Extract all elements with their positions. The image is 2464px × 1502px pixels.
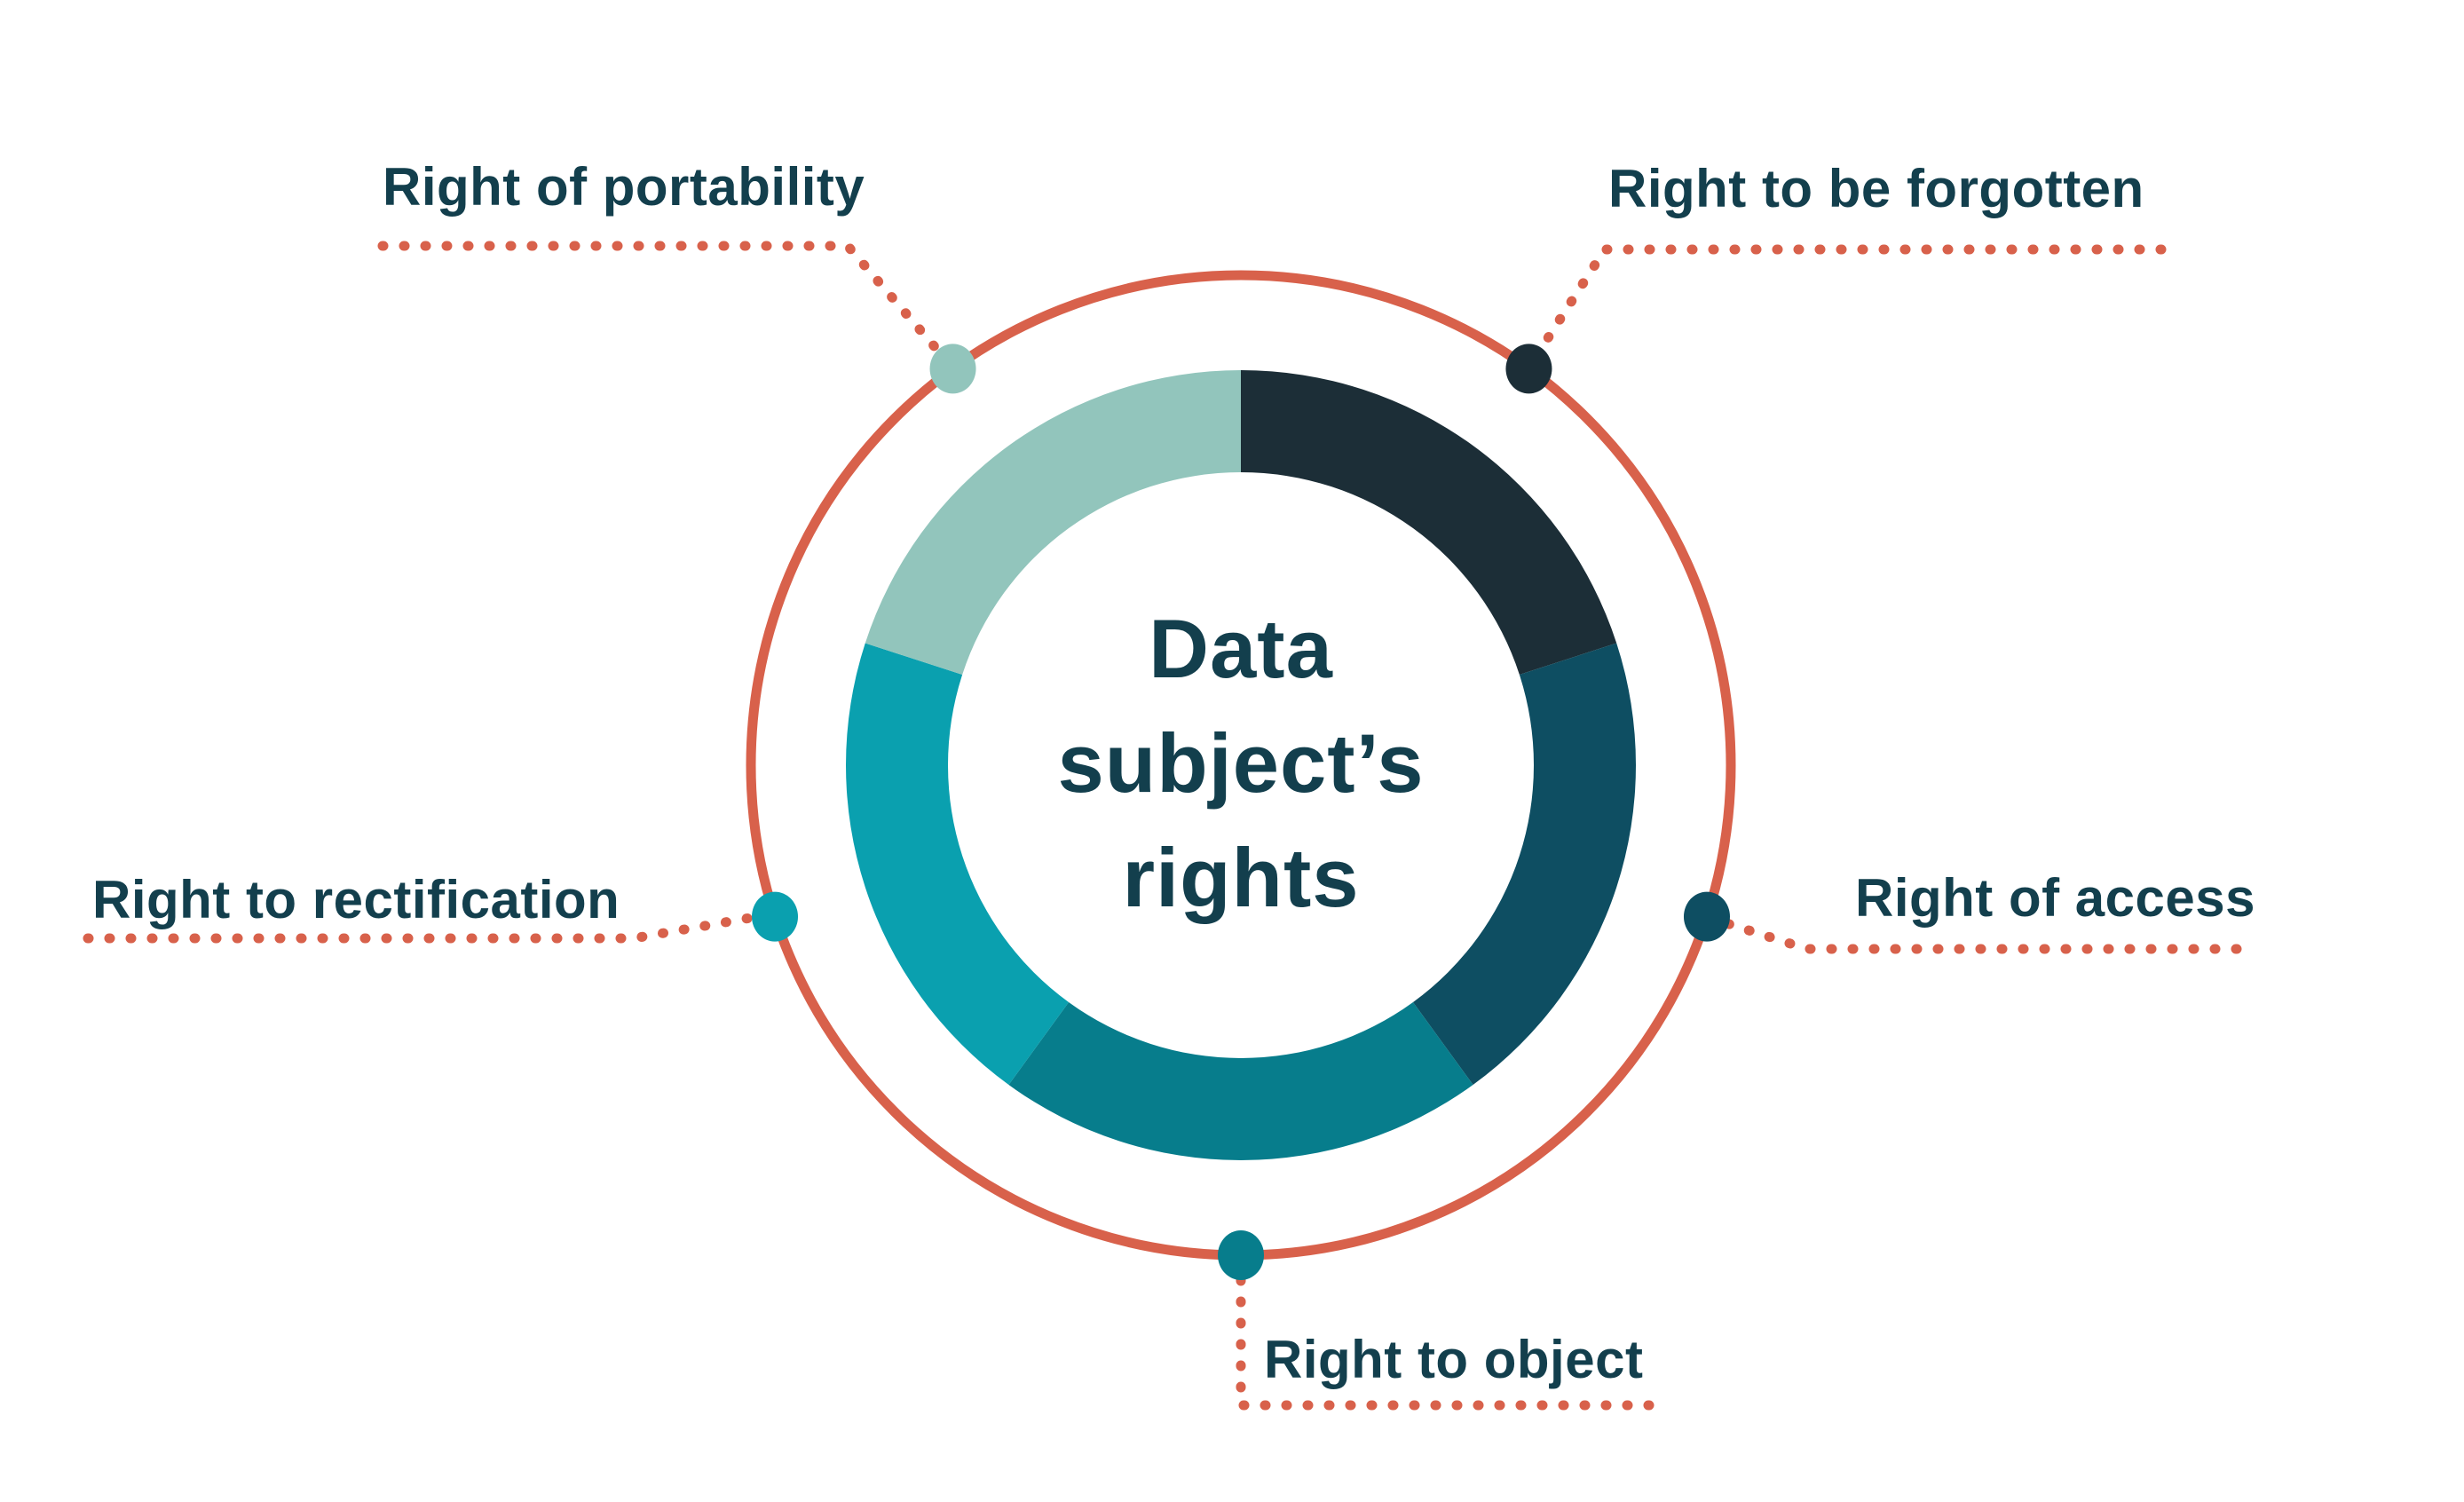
donut-segment-object — [1008, 1001, 1473, 1161]
title-line-3: rights — [1122, 830, 1360, 924]
donut-segment-forgotten — [1241, 370, 1617, 676]
donut-center-title: Data subject’s rights — [1058, 592, 1425, 935]
donut-segment-access — [1412, 643, 1636, 1086]
connector-line-rectification — [83, 909, 776, 944]
dot-access — [1683, 891, 1730, 942]
connector-line-access — [1702, 912, 2242, 954]
label-right-of-access: Right of access — [1855, 868, 2255, 928]
label-right-to-rectification: Right to rectification — [92, 870, 620, 929]
label-right-to-object: Right to object — [1264, 1330, 1644, 1389]
connector-line-forgotten — [1523, 244, 2167, 374]
donut-segment-portability — [865, 370, 1241, 676]
dot-forgotten — [1505, 344, 1552, 394]
connector-line-object — [1236, 1250, 1655, 1411]
connector-line-portability — [377, 241, 959, 374]
dot-rectification — [752, 891, 799, 942]
dot-object — [1218, 1230, 1264, 1280]
donut-segment-rectification — [846, 643, 1070, 1086]
dot-portability — [929, 344, 976, 394]
title-line-2: subject’s — [1057, 715, 1425, 810]
title-line-1: Data — [1149, 601, 1333, 695]
label-right-of-portability: Right of portability — [383, 157, 865, 217]
label-right-to-be-forgotten: Right to be forgotten — [1608, 159, 2144, 218]
